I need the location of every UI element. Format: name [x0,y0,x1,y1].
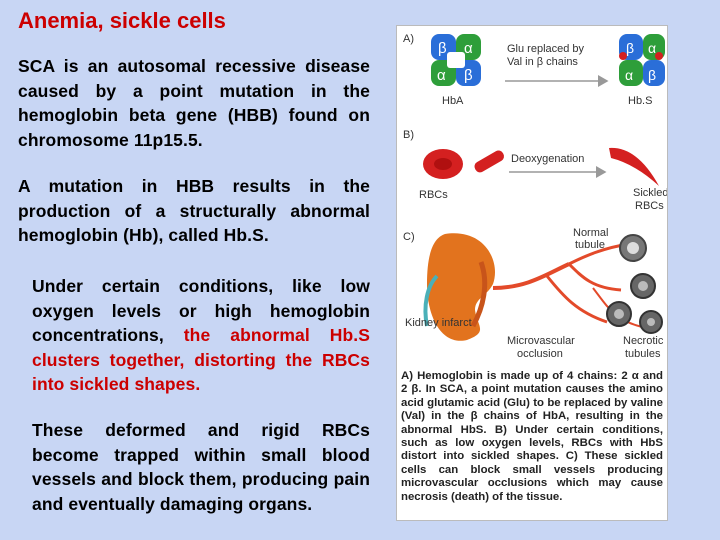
sickled-label-line2: RBCs [635,200,664,212]
hba-beta-1: β [438,40,447,57]
normal-label-line2: tubule [575,239,605,251]
micro-label-line1: Microvascular [507,335,575,347]
paragraph-consequences: These deformed and rigid RBCs become tra… [32,420,370,514]
paragraph-sca-definition: SCA is an autosomal recessive disease ca… [18,56,370,150]
rbc-side-view [474,150,505,173]
deoxygenation-label: Deoxygenation [511,153,584,165]
kidney-infarct-label: Kidney infarct [405,317,472,329]
hba-alpha-2: α [437,67,446,84]
hba-molecule: β α α β [431,34,481,86]
sickled-cell [609,147,659,186]
figure-caption: A) Hemoglobin is made up of 4 chains: 2 … [401,370,663,503]
paragraph-conditions-highlight: the abnormal Hb.S clusters together, dis… [32,325,371,394]
mutation-label-line1: Glu replaced by [507,43,585,55]
necrotic-tubules [606,273,663,334]
rbcs-label: RBCs [419,189,448,201]
kidney-illustration [423,233,495,341]
normal-tubule [619,234,647,262]
figure-illustration: A) β α α β HbA Glu replaced by Val in β … [403,33,667,360]
hba-beta-2: β [464,67,473,84]
mutation-label-line2: Val in β chains [507,56,578,68]
necrotic-label-line2: tubules [625,348,661,360]
hbs-alpha-1: α [648,40,656,56]
hbs-beta-1: β [626,40,634,56]
hbs-label: Hb.S [628,95,652,107]
panel-a-label: A) [403,33,414,45]
hbs-beta-2: β [648,67,656,83]
hba-alpha-1: α [464,40,473,57]
sickle-cell-figure: A) β α α β HbA Glu replaced by Val in β … [396,25,668,521]
hba-label: HbA [442,95,464,107]
micro-label-line2: occlusion [517,348,563,360]
sickled-label-line1: Sickled [633,187,667,199]
paragraph-conditions-text: Under certain conditions, like low oxyge… [32,276,370,345]
panel-b-label: B) [403,129,414,141]
hbs-molecule: β α α β [619,34,665,86]
panel-c-label: C) [403,231,415,243]
slide-title: Anemia, sickle cells [18,8,226,33]
normal-label-line1: Normal [573,227,608,239]
paragraph-hbs-mutation: A mutation in HBB results in the product… [18,176,370,245]
necrotic-label-line1: Necrotic [623,335,664,347]
hbs-alpha-2: α [625,67,633,83]
paragraph-conditions: Under certain conditions, like low oxyge… [32,274,370,397]
